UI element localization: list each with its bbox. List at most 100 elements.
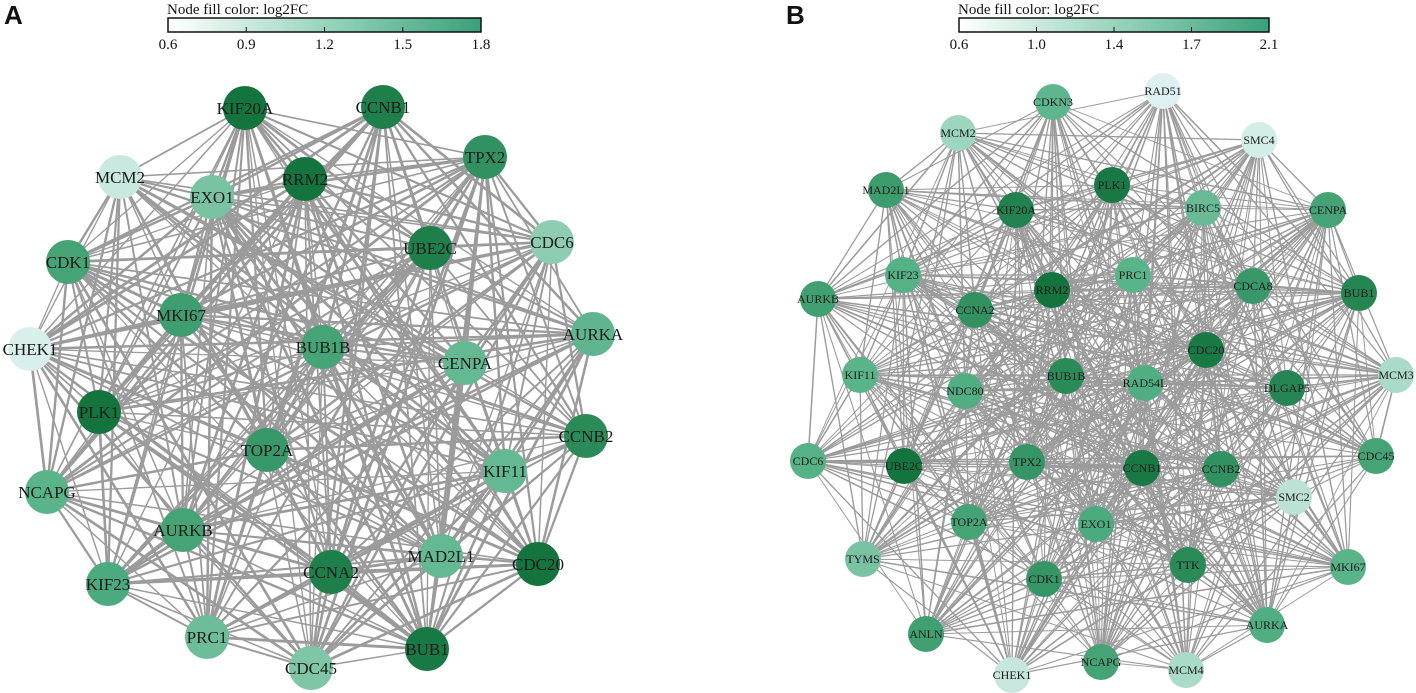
- interaction-edge: [1095, 374, 1397, 525]
- gene-node-bub1[interactable]: BUB1: [405, 627, 449, 671]
- gene-node-prc1[interactable]: PRC1: [1115, 257, 1151, 293]
- gene-node-tpx2[interactable]: TPX2: [463, 135, 507, 179]
- interaction-edge: [329, 247, 432, 573]
- gene-node-top2a[interactable]: TOP2A: [241, 428, 294, 472]
- gene-node-ndc80[interactable]: NDC80: [946, 373, 984, 409]
- gene-node-rrm2[interactable]: RRM2: [1034, 272, 1070, 308]
- gene-node-top2a[interactable]: TOP2A: [950, 504, 988, 540]
- gene-node-chek1[interactable]: CHEK1: [3, 327, 58, 371]
- gene-node-circle: [98, 155, 142, 199]
- gene-node-label: DLGAP5: [1264, 381, 1310, 395]
- gene-node-ncapg[interactable]: NCAPG: [18, 470, 76, 514]
- gene-node-exo1[interactable]: EXO1: [1078, 506, 1114, 542]
- interaction-edge: [807, 274, 1134, 462]
- gene-node-rrm2[interactable]: RRM2: [282, 157, 328, 201]
- gene-node-mcm4[interactable]: MCM4: [1168, 652, 1204, 688]
- gene-node-tyms[interactable]: TYMS: [845, 541, 881, 577]
- gene-node-birc5[interactable]: BIRC5: [1185, 190, 1221, 226]
- gene-node-circle: [190, 175, 234, 219]
- gene-node-circle: [908, 616, 944, 652]
- gene-node-bub1b[interactable]: BUB1B: [1047, 358, 1086, 394]
- gene-node-label: BUB1B: [296, 338, 351, 357]
- gene-node-aurkb[interactable]: AURKB: [797, 281, 839, 317]
- gene-node-cdc45[interactable]: CDC45: [285, 646, 337, 690]
- gene-node-cdc45[interactable]: CDC45: [1358, 438, 1395, 474]
- gene-node-ccnb1[interactable]: CCNB1: [356, 85, 411, 129]
- gene-node-ncapg[interactable]: NCAPG: [1081, 644, 1122, 680]
- gene-node-rad51[interactable]: RAD51: [1144, 73, 1182, 109]
- gene-node-plk1[interactable]: PLK1: [77, 390, 121, 434]
- gene-node-cdc20[interactable]: CDC20: [1188, 332, 1225, 368]
- gene-node-aurka[interactable]: AURKA: [1246, 607, 1289, 643]
- interaction-edge: [1043, 496, 1295, 580]
- interaction-edge: [107, 554, 442, 586]
- gene-node-ccna2[interactable]: CCNA2: [955, 292, 995, 328]
- gene-node-kif23[interactable]: KIF23: [885, 257, 921, 293]
- gene-node-ube2c[interactable]: UBE2C: [403, 226, 457, 270]
- gene-node-cdc20[interactable]: CDC20: [512, 542, 564, 586]
- gene-node-tpx2[interactable]: TPX2: [1009, 444, 1045, 480]
- gene-node-ccnb2[interactable]: CCNB2: [559, 414, 614, 458]
- interaction-edge: [1220, 209, 1329, 470]
- gene-node-circle: [1026, 561, 1062, 597]
- interaction-edge: [1205, 139, 1260, 351]
- gene-node-rad54l[interactable]: RAD54L: [1123, 365, 1168, 401]
- interaction-edge: [1358, 292, 1377, 457]
- gene-node-aurkb[interactable]: AURKB: [153, 508, 213, 552]
- interaction-edge: [974, 309, 1189, 566]
- gene-node-cenpa[interactable]: CENPA: [1309, 192, 1348, 228]
- gene-node-ube2c[interactable]: UBE2C: [885, 448, 923, 484]
- gene-node-cenpa[interactable]: CENPA: [438, 341, 493, 385]
- gene-node-label: CCNB1: [1123, 461, 1162, 475]
- gene-node-cdk1[interactable]: CDK1: [46, 240, 90, 284]
- gene-node-chek1[interactable]: CHEK1: [993, 657, 1032, 693]
- gene-node-kif11[interactable]: KIF11: [842, 357, 878, 393]
- interaction-edge: [817, 189, 887, 300]
- interaction-edge: [1015, 90, 1164, 211]
- gene-node-kif20a[interactable]: KIF20A: [996, 192, 1036, 228]
- gene-node-mcm2[interactable]: MCM2: [95, 155, 145, 199]
- interaction-edge: [1205, 349, 1397, 376]
- gene-node-ttk[interactable]: TTK: [1170, 547, 1206, 583]
- interaction-edge: [1026, 292, 1360, 463]
- interaction-edge: [67, 261, 594, 335]
- gene-node-ccna2[interactable]: CCNA2: [303, 550, 359, 594]
- interaction-edge: [29, 348, 312, 669]
- gene-node-mki67[interactable]: MKI67: [156, 293, 207, 337]
- gene-node-mad2l1[interactable]: MAD2L1: [407, 534, 475, 578]
- gene-node-mad2l1[interactable]: MAD2L1: [862, 172, 910, 208]
- interaction-edge: [206, 346, 324, 638]
- gene-node-aurka[interactable]: AURKA: [563, 312, 624, 356]
- gene-node-ccnb1[interactable]: CCNB1: [1123, 450, 1162, 486]
- gene-node-exo1[interactable]: EXO1: [190, 175, 234, 219]
- gene-node-dlgap5[interactable]: DLGAP5: [1264, 370, 1310, 406]
- gene-node-cdc6[interactable]: CDC6: [530, 220, 574, 264]
- interaction-edge: [859, 274, 904, 376]
- gene-node-ccnb2[interactable]: CCNB2: [1202, 451, 1241, 487]
- gene-node-prc1[interactable]: PRC1: [185, 615, 229, 659]
- gene-node-mcm2[interactable]: MCM2: [940, 115, 976, 151]
- interaction-edge: [28, 348, 209, 638]
- gene-node-cdc6[interactable]: CDC6: [790, 443, 826, 479]
- gene-node-circle: [405, 627, 449, 671]
- gene-node-mki67[interactable]: MKI67: [1330, 549, 1366, 585]
- gene-node-smc2[interactable]: SMC2: [1276, 479, 1312, 515]
- gene-node-bub1[interactable]: BUB1: [1341, 275, 1377, 311]
- interaction-edge: [817, 298, 1288, 389]
- gene-node-cdca8[interactable]: CDCA8: [1233, 268, 1273, 304]
- gene-node-cdk1[interactable]: CDK1: [1026, 561, 1062, 597]
- gene-node-bub1b[interactable]: BUB1B: [296, 325, 351, 369]
- gene-node-kif23[interactable]: KIF23: [86, 562, 130, 606]
- gene-node-kif11[interactable]: KIF11: [483, 449, 527, 493]
- gene-node-circle: [947, 373, 983, 409]
- gene-node-anln[interactable]: ANLN: [908, 616, 944, 652]
- gene-node-circle: [940, 115, 976, 151]
- gene-node-circle: [159, 293, 203, 337]
- gene-node-plk1[interactable]: PLK1: [1094, 167, 1130, 203]
- gene-node-mcm3[interactable]: MCM3: [1378, 357, 1414, 393]
- gene-node-smc4[interactable]: SMC4: [1241, 122, 1277, 158]
- gene-node-kif20a[interactable]: KIF20A: [217, 86, 274, 130]
- gene-node-cdkn3[interactable]: CDKN3: [1033, 84, 1073, 120]
